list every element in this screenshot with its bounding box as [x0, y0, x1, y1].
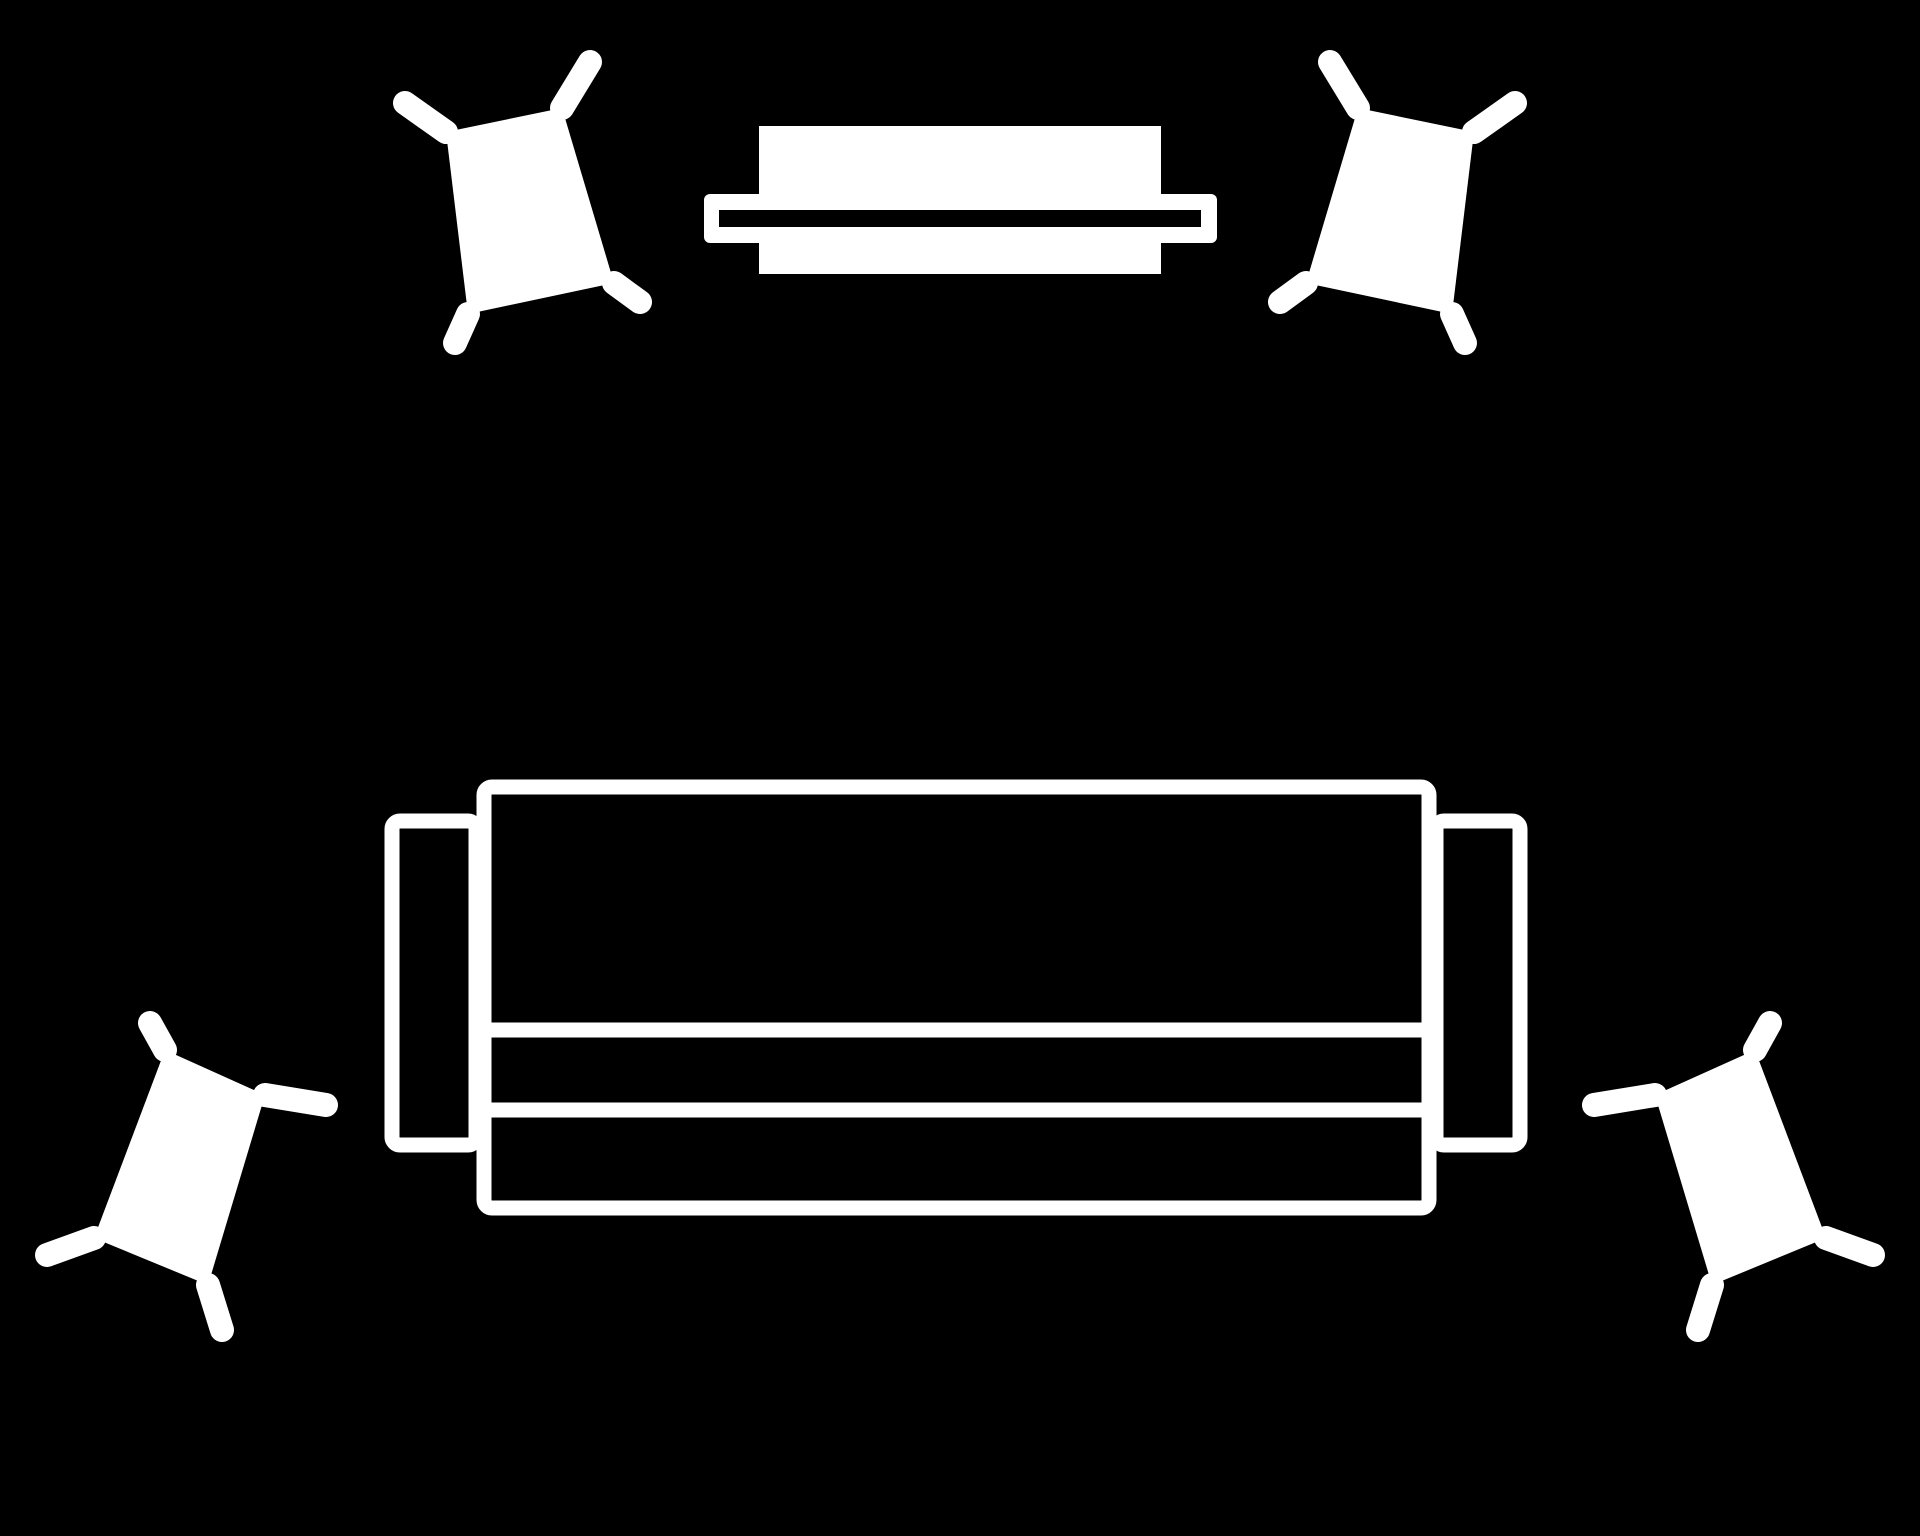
speaker-stand-front-right-icon: [1268, 50, 1527, 355]
speaker-stand-rear-right-icon: [1582, 1011, 1885, 1342]
tv-stand-icon: [704, 126, 1217, 274]
sofa-icon: [384, 779, 1528, 1216]
speaker-stand-front-left-icon: [393, 50, 652, 355]
speaker-stand-rear-left-icon: [35, 1011, 338, 1342]
